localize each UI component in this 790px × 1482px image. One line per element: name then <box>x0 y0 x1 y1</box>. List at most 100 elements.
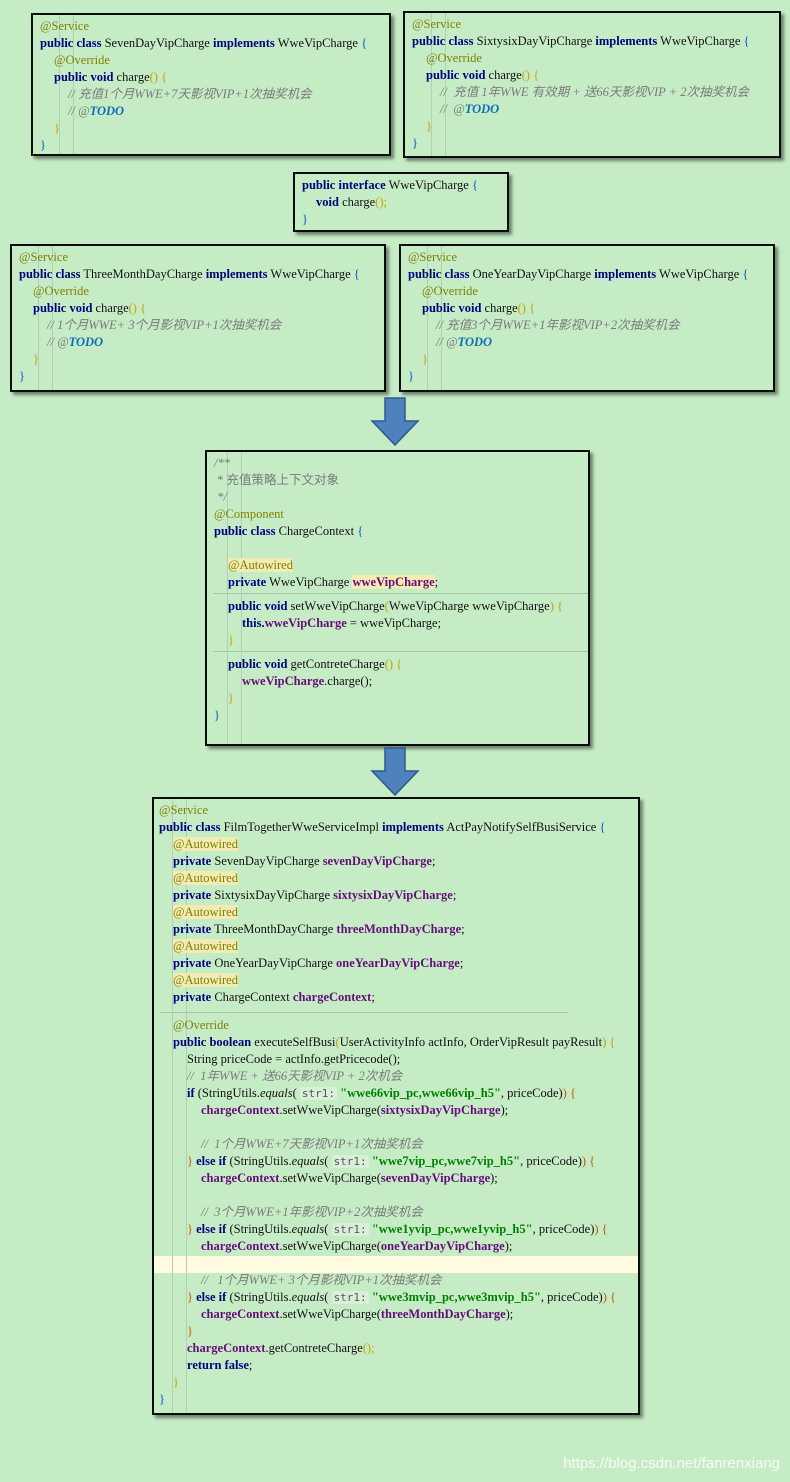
call-end: ); <box>505 1307 514 1321</box>
price-code-string: "wwe3mvip_pc,wwe3mvip_h5" <box>371 1290 541 1304</box>
sixtysix-day-vip-charge-box: @Service public class SixtysixDayVipChar… <box>403 11 781 158</box>
semicolon: ; <box>434 575 439 589</box>
todo-prefix: // @ <box>436 335 458 349</box>
equals-args-tail: , priceCode) <box>500 1086 563 1100</box>
autowired-annotation: @Autowired <box>228 558 293 572</box>
interface-name: WweVipCharge <box>659 267 740 281</box>
code-comment: // 充值 1年WWE 有效期 + 送66天影视VIP + 2次抽奖机会 <box>440 85 749 99</box>
service-annotation: @Service <box>159 803 208 817</box>
else-if-keyword: else if <box>196 1222 227 1236</box>
class-name: SixtysixDayVipCharge <box>476 34 593 48</box>
brace: } <box>426 119 432 133</box>
paren: () <box>149 70 158 84</box>
method-name: executeSelfBusi <box>254 1035 336 1049</box>
field-name: sevenDayVipCharge <box>322 854 432 868</box>
field-name: chargeContext <box>292 990 372 1004</box>
override-annotation: @Override <box>33 284 89 298</box>
branch-comment: // 1个月WWE+ 3个月影视VIP+1次抽奖机会 <box>201 1273 442 1287</box>
brace: { <box>556 599 563 613</box>
brace: } <box>228 633 234 647</box>
private-keyword: private <box>173 922 212 936</box>
charge-context-box: /** * 充值策略上下文对象 */ @Component public cla… <box>205 450 590 746</box>
class-keyword: public class <box>412 34 474 48</box>
price-code-string: "wwe1yvip_pc,wwe1yvip_h5" <box>371 1222 533 1236</box>
get-contrete-charge-call: .getContreteCharge <box>265 1341 363 1355</box>
equals-args-tail: , priceCode) <box>540 1290 603 1304</box>
branch-comment: // 1个月WWE+7天影视VIP+1次抽奖机会 <box>201 1137 423 1151</box>
autowired-annotation: @Autowired <box>173 837 238 851</box>
override-annotation: @Override <box>54 53 110 67</box>
todo-prefix: // @ <box>68 104 90 118</box>
setter-params: WweVipCharge wweVipCharge <box>388 599 550 613</box>
strategy-arg: sevenDayVipCharge <box>380 1171 491 1185</box>
equals-method: equals <box>291 1222 325 1236</box>
field-type: WweVipCharge <box>269 575 350 589</box>
setter-name: setWweVipCharge <box>290 599 385 613</box>
brace: } <box>159 1392 165 1406</box>
class-keyword: public class <box>408 267 470 281</box>
brace: { <box>396 657 403 671</box>
interface-name: WweVipCharge <box>388 178 469 192</box>
class-name: FilmTogetherWweServiceImpl <box>223 820 379 834</box>
autowired-annotation: @Autowired <box>173 973 238 987</box>
method-params: UserActivityInfo actInfo, OrderVipResult… <box>339 1035 603 1049</box>
todo-marker: TODO <box>457 335 493 349</box>
branch-comment: // 1年WWE + 送66天影视VIP + 2次机会 <box>187 1069 403 1083</box>
class-name: OneYearDayVipCharge <box>472 267 592 281</box>
brace: { <box>742 267 749 281</box>
private-keyword: private <box>173 888 212 902</box>
equals-method: equals <box>259 1086 293 1100</box>
brace: { <box>471 178 478 192</box>
else-if-keyword: else if <box>196 1290 227 1304</box>
price-code-string: "wwe7vip_pc,wwe7vip_h5" <box>371 1154 521 1168</box>
brace: ) { <box>562 1086 576 1100</box>
call-end: (); <box>362 1341 375 1355</box>
down-arrow-icon <box>370 747 420 797</box>
code-comment: // 充值3个月WWE+1年影视VIP+2次抽奖机会 <box>436 318 680 332</box>
param-hint: str1: <box>331 1291 369 1304</box>
paren: () <box>384 657 394 671</box>
semicolon: ; <box>452 888 457 902</box>
method-modifier: public void <box>33 301 93 315</box>
interface-name: ActPayNotifySelfBusiService <box>446 820 597 834</box>
method-name: charge <box>488 68 522 82</box>
brace: } <box>19 369 25 383</box>
implements-keyword: implements <box>595 34 658 48</box>
class-keyword: public class <box>40 36 102 50</box>
set-method-call: .setWweVipCharge( <box>279 1103 381 1117</box>
paren: ( <box>335 1035 340 1049</box>
brace: { <box>357 524 364 538</box>
paren: ( <box>384 599 389 613</box>
string-utils-call: (StringUtils. <box>229 1290 292 1304</box>
class-keyword: public class <box>19 267 81 281</box>
brace: } <box>187 1222 193 1236</box>
brace: } <box>187 1154 193 1168</box>
todo-marker: TODO <box>68 335 104 349</box>
equals-args-tail: , priceCode) <box>532 1222 595 1236</box>
brace: } <box>54 121 60 135</box>
return-statement: return false <box>187 1358 249 1372</box>
brace: { <box>609 1035 616 1049</box>
implements-keyword: implements <box>382 820 444 834</box>
brace: { <box>361 36 368 50</box>
brace: } <box>228 691 234 705</box>
else-if-keyword: else if <box>196 1154 227 1168</box>
private-keyword: private <box>173 990 212 1004</box>
method-modifier: public void <box>422 301 482 315</box>
three-month-day-charge-box: @Service public class ThreeMonthDayCharg… <box>10 244 386 392</box>
param-hint: str1: <box>331 1223 369 1236</box>
method-modifier: public void <box>228 657 288 671</box>
param-hint: str1: <box>299 1087 337 1100</box>
private-keyword: private <box>228 575 267 589</box>
brace: { <box>599 820 606 834</box>
field-name: threeMonthDayCharge <box>336 922 462 936</box>
context-ref: chargeContext <box>201 1171 280 1185</box>
class-name: ThreeMonthDayCharge <box>83 267 203 281</box>
todo-marker: TODO <box>89 104 125 118</box>
interface-name: WweVipCharge <box>270 267 351 281</box>
field-type: ChargeContext <box>214 990 290 1004</box>
brace: } <box>408 369 414 383</box>
brace: } <box>187 1324 193 1338</box>
brace: } <box>214 708 220 722</box>
field-name: wweVipCharge <box>352 575 435 589</box>
